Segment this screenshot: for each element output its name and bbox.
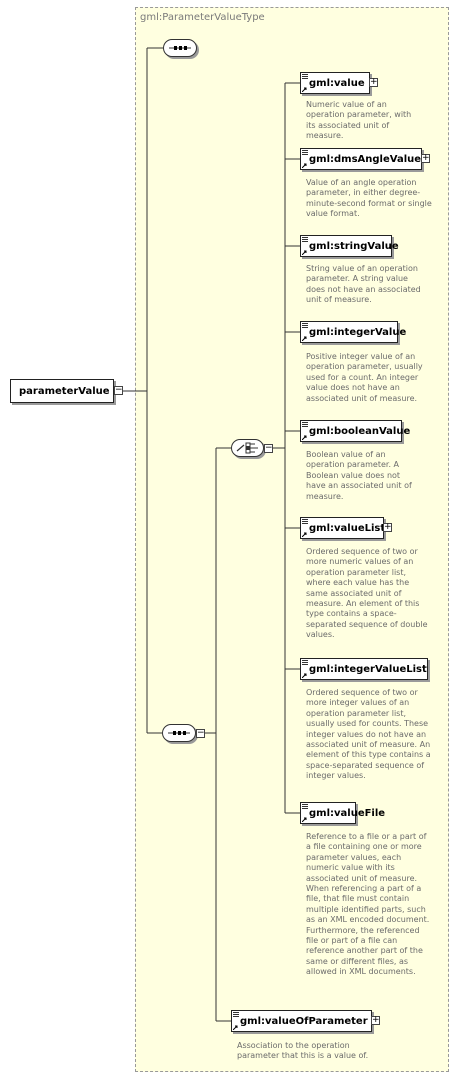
element-label: gml:valueOfParameter <box>240 1015 368 1027</box>
root-element-label: parameterValue <box>19 385 110 397</box>
element-doc-icon <box>302 519 308 524</box>
root-collapse-toggle[interactable]: − <box>114 385 123 395</box>
element-description: Reference to a file or a part of a file … <box>306 832 430 977</box>
element-doc-icon <box>302 804 308 809</box>
element-label: gml:booleanValue <box>309 425 411 437</box>
element-label: gml:valueList <box>309 522 386 534</box>
element-description: Value of an angle operation parameter, i… <box>306 178 432 219</box>
reference-arrow-icon <box>302 336 307 341</box>
reference-arrow-icon <box>302 163 307 168</box>
element-doc-icon <box>302 660 308 665</box>
element-integerValue[interactable]: gml:integerValue <box>300 321 406 343</box>
element-description: Ordered sequence of two or more numeric … <box>306 547 428 640</box>
choice-compositor-icon <box>231 439 264 457</box>
element-valueFile[interactable]: gml:valueFile <box>300 802 385 824</box>
element-doc-icon <box>302 150 308 155</box>
element-stringValue[interactable]: gml:stringValue <box>300 235 399 257</box>
element-label: gml:integerValue <box>309 326 407 338</box>
reference-arrow-icon <box>302 817 307 822</box>
element-label: gml:integerValueList <box>309 663 427 675</box>
element-doc-icon <box>302 422 308 427</box>
element-description: Numeric value of an operation parameter,… <box>306 100 412 141</box>
reference-arrow-icon <box>233 1025 238 1030</box>
element-label: gml:value <box>309 77 365 89</box>
element-label: gml:stringValue <box>309 240 399 252</box>
expand-toggle[interactable]: + <box>371 1015 380 1025</box>
reference-arrow-icon <box>302 87 307 92</box>
element-valueOfParameter[interactable]: gml:valueOfParameter <box>231 1010 372 1032</box>
sequence-compositor-icon <box>163 39 197 57</box>
element-dmsAngleValue[interactable]: gml:dmsAngleValue <box>300 148 422 170</box>
inner-sequence-compositor-icon <box>162 724 196 742</box>
element-description: Boolean value of an operation parameter.… <box>306 450 412 501</box>
expand-toggle[interactable]: + <box>383 522 392 532</box>
sequence-dots-icon <box>169 46 191 50</box>
element-value[interactable]: gml:value <box>300 72 370 94</box>
complex-type-box <box>135 7 449 1072</box>
element-description: Ordered sequence of two or more integer … <box>306 688 431 781</box>
reference-arrow-icon <box>302 250 307 255</box>
element-doc-icon <box>302 323 308 328</box>
element-description: Positive integer value of an operation p… <box>306 352 423 403</box>
element-description: Association to the operation parameter t… <box>237 1041 369 1061</box>
element-booleanValue[interactable]: gml:booleanValue <box>300 420 410 442</box>
element-doc-icon <box>233 1012 239 1017</box>
element-label: gml:dmsAngleValue <box>309 153 422 165</box>
reference-arrow-icon <box>302 435 307 440</box>
root-element-parameterValue[interactable]: parameterValue <box>10 379 114 403</box>
element-valueList[interactable]: gml:valueList <box>300 517 386 539</box>
sequence-collapse-toggle[interactable]: − <box>196 728 205 738</box>
choice-switch-icon <box>236 442 258 454</box>
element-description: String value of an operation parameter. … <box>306 264 421 305</box>
sequence-dots-icon <box>168 731 190 735</box>
expand-toggle[interactable]: + <box>369 77 378 87</box>
element-doc-icon <box>302 237 308 242</box>
reference-arrow-icon <box>302 673 307 678</box>
element-integerValueList[interactable]: gml:integerValueList <box>300 658 428 680</box>
reference-arrow-icon <box>302 532 307 537</box>
expand-toggle[interactable]: + <box>421 153 430 163</box>
element-doc-icon <box>302 74 308 79</box>
complex-type-title: gml:ParameterValueType <box>140 12 265 23</box>
choice-collapse-toggle[interactable]: − <box>264 443 273 453</box>
element-label: gml:valueFile <box>309 807 386 819</box>
